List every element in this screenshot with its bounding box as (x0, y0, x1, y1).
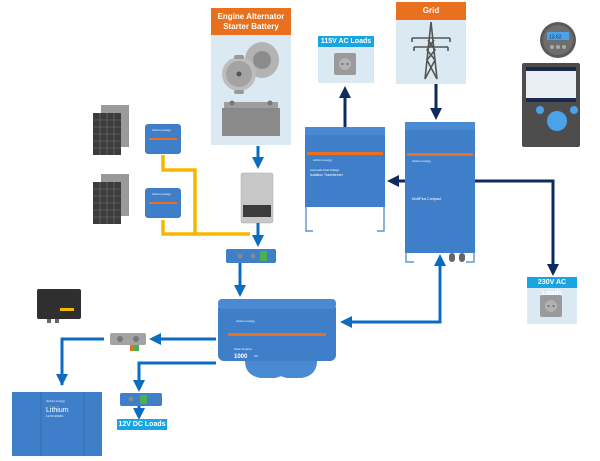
solar-panel-array-bottom (93, 174, 129, 224)
svg-text:12.8V-200Ah: 12.8V-200Ah (46, 414, 64, 418)
svg-text:victron energy: victron energy (313, 158, 332, 162)
busbar-dc-loads (120, 393, 162, 406)
dc-wires (56, 146, 446, 420)
ac230-loads-label: 230V AC Loads (527, 277, 577, 297)
dc12-loads-label: 12V DC Loads (117, 419, 167, 430)
svg-text:MultiPlus Compact: MultiPlus Compact (412, 197, 441, 201)
pv-wires (161, 155, 250, 236)
alternator-icon (222, 42, 279, 94)
svg-text:VA: VA (254, 354, 258, 358)
svg-text:victron energy: victron energy (152, 192, 171, 196)
inverter-unit: victron energy Solar Inverter 1000 VA (218, 299, 336, 378)
svg-text:victron energy: victron energy (412, 159, 431, 163)
battery-monitor-display: 13.62 (540, 22, 576, 58)
svg-text:Solar Inverter: Solar Inverter (234, 347, 252, 351)
mppt-controller-top: victron energy (145, 124, 181, 154)
mppt-controller-bottom: victron energy (145, 188, 181, 218)
dc-dc-charger (240, 172, 274, 224)
busbar-top (226, 249, 276, 263)
svg-text:13.62: 13.62 (549, 35, 562, 41)
svg-text:Automatic Dual Voltage: Automatic Dual Voltage (310, 168, 340, 172)
ac115-load-panel (318, 47, 374, 83)
grid-source-label: Grid (396, 2, 466, 20)
grid-source-panel (396, 20, 466, 84)
svg-text:victron energy: victron energy (236, 319, 255, 323)
battery-protect-device (37, 289, 81, 323)
ac115-loads-label: 115V AC Loads (318, 36, 374, 47)
alternator-source-panel (211, 35, 291, 145)
starter-battery-icon (222, 100, 280, 136)
svg-text:Isolation Transformer: Isolation Transformer (310, 173, 344, 177)
alternator-source-label: Engine Alternator Starter Battery (211, 8, 291, 35)
battery-shunt (110, 333, 146, 351)
svg-text:victron energy: victron energy (46, 399, 65, 403)
color-control-gx (522, 63, 580, 147)
svg-text:victron energy: victron energy (152, 128, 171, 132)
isolation-transformer: victron energy Automatic Dual Voltage Is… (305, 127, 385, 232)
power-pylon-icon (411, 21, 451, 80)
solar-panel-array-top (93, 105, 129, 155)
multiplus-inverter-charger: victron energy MultiPlus Compact (405, 122, 475, 263)
svg-text:1000: 1000 (234, 354, 248, 360)
ac-wires (339, 84, 559, 276)
lithium-battery: victron energy Lithium 12.8V-200Ah (12, 392, 102, 456)
ac230-load-panel (527, 288, 577, 324)
svg-text:Lithium: Lithium (46, 407, 69, 414)
